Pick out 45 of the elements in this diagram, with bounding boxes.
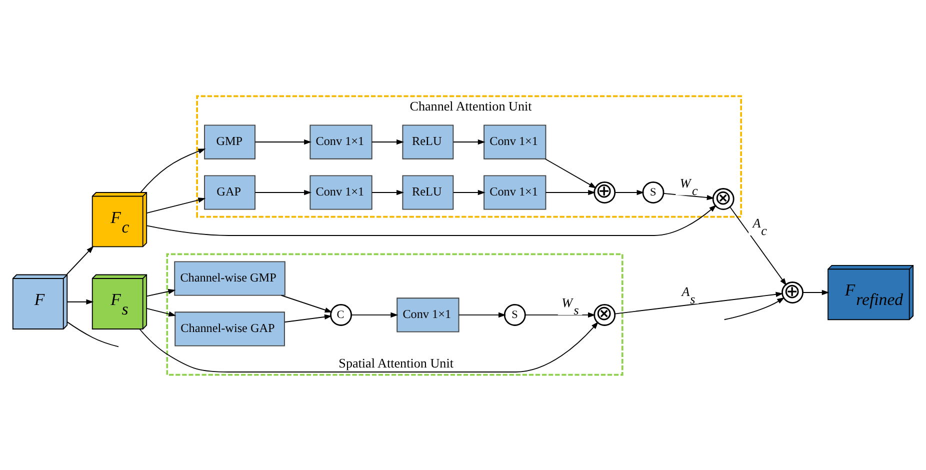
node-circle: C xyxy=(330,303,352,326)
arrow xyxy=(280,294,332,312)
arrow xyxy=(139,321,598,372)
arrow xyxy=(458,312,506,318)
arrow xyxy=(254,138,312,144)
node-circle: ⊗ xyxy=(594,303,616,326)
connector xyxy=(66,321,119,347)
arrow xyxy=(140,148,206,192)
arrow xyxy=(284,314,332,322)
node-box: Channel-wise GAP xyxy=(174,311,285,346)
arrow xyxy=(66,245,94,274)
arrow xyxy=(146,288,176,296)
arrow xyxy=(66,298,94,304)
node-box: Channel-wise GMP xyxy=(174,260,286,296)
node-box: Conv 1×1 xyxy=(310,124,372,159)
node-box: ReLU xyxy=(402,124,454,159)
arrow xyxy=(544,158,597,188)
arrow xyxy=(146,197,206,214)
arrow xyxy=(453,138,486,144)
arrow xyxy=(802,289,830,295)
arrow xyxy=(254,189,312,195)
arrow xyxy=(730,206,787,286)
arrow xyxy=(453,189,486,195)
arrow xyxy=(524,312,596,318)
arrow xyxy=(724,296,785,320)
arrow xyxy=(350,312,398,318)
arrow xyxy=(614,189,644,195)
node-circle: ⊕ xyxy=(782,281,804,303)
node-circle: ⊕ xyxy=(594,181,616,203)
node-box: GMP xyxy=(204,124,256,159)
node-circle: S xyxy=(504,303,526,326)
arrow xyxy=(146,204,717,236)
node-box: Conv 1×1 xyxy=(310,174,372,210)
node-circle: ⊗ xyxy=(712,188,734,210)
node-box: Conv 1×1 xyxy=(484,174,546,210)
node-box: ReLU xyxy=(402,174,454,210)
arrow xyxy=(371,138,404,144)
arrow xyxy=(545,189,596,195)
node-box: GAP xyxy=(204,174,256,210)
arrow xyxy=(614,291,784,314)
node-box: Conv 1×1 xyxy=(396,297,460,332)
arrow xyxy=(146,307,176,316)
node-circle: S xyxy=(642,181,664,203)
arrow xyxy=(371,189,404,195)
node-box: Conv 1×1 xyxy=(484,124,546,159)
